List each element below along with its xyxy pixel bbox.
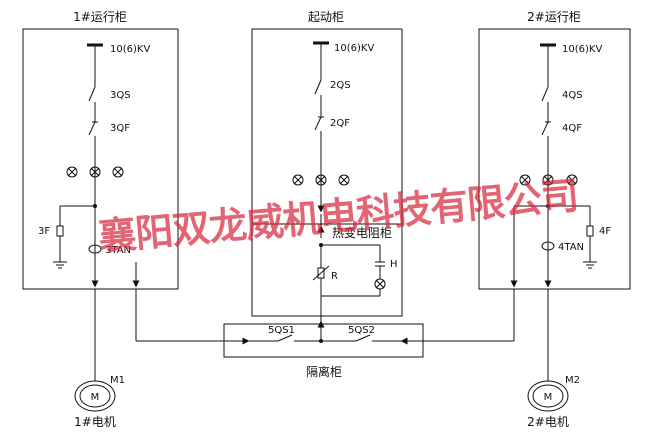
start-cabinet-box bbox=[251, 28, 403, 317]
run1-indicator-lamps bbox=[66, 166, 124, 178]
start-cabinet-title: 起动柜 bbox=[308, 10, 344, 24]
run1-feeder: 10(6)KV 3QS 3QF 3F 3TAN bbox=[38, 43, 250, 381]
resistor-label: R bbox=[331, 271, 338, 282]
run1-arrester-label: 3F bbox=[38, 226, 50, 237]
run2-switch-label: 4QS bbox=[562, 90, 583, 101]
run2-cabinet-title: 2#运行柜 bbox=[527, 10, 581, 24]
run2-indicator-lamps bbox=[519, 174, 578, 186]
motor-m1: M M1 1#电机 bbox=[74, 375, 125, 429]
isolation-switch-2-label: 5QS2 bbox=[348, 325, 375, 336]
start-breaker bbox=[314, 116, 322, 131]
start-isolator-switch bbox=[314, 79, 322, 95]
run2-arrester-label: 4F bbox=[599, 226, 611, 237]
isolation-cabinet-title: 隔离柜 bbox=[306, 364, 342, 379]
motor-m2-tag: M2 bbox=[565, 375, 580, 386]
run1-cabinet-box bbox=[22, 28, 179, 290]
run1-isolator-switch bbox=[88, 86, 96, 102]
start-indicator-lamps bbox=[292, 174, 350, 186]
resistor-cabinet-title: 热变电阻柜 bbox=[332, 225, 392, 240]
indicator-h-label: H bbox=[390, 259, 398, 270]
isolation-switch-2 bbox=[355, 334, 371, 342]
start-breaker-label: 2QF bbox=[330, 118, 350, 129]
motor-m1-caption: 1#电机 bbox=[74, 415, 116, 429]
run2-isolator-switch bbox=[541, 86, 549, 102]
motor-m2-symbol: M bbox=[544, 392, 553, 403]
isolation-switches: 5QS1 5QS2 bbox=[246, 325, 404, 343]
start-switch-label: 2QS bbox=[330, 80, 351, 91]
isolation-switch-1 bbox=[277, 334, 293, 342]
motor-m1-symbol: M bbox=[91, 392, 100, 403]
run2-ct-label: 4TAN bbox=[558, 242, 584, 253]
start-feeder: 10(6)KV 2QS 2QF R H bbox=[292, 41, 398, 332]
run1-ct-label: 3TAN bbox=[105, 245, 131, 256]
run2-breaker bbox=[541, 121, 549, 136]
run2-voltage-label: 10(6)KV bbox=[562, 44, 602, 55]
run2-arrester bbox=[586, 225, 594, 237]
run1-cabinet-title: 1#运行柜 bbox=[73, 10, 127, 24]
run1-arrester bbox=[56, 225, 64, 237]
run2-cabinet-box bbox=[478, 28, 631, 290]
run1-breaker-label: 3QF bbox=[110, 123, 130, 134]
run2-breaker-label: 4QF bbox=[562, 123, 582, 134]
motor-m2-caption: 2#电机 bbox=[527, 415, 569, 429]
motor-m1-tag: M1 bbox=[110, 375, 125, 386]
run1-switch-label: 3QS bbox=[110, 90, 131, 101]
run1-breaker bbox=[88, 121, 96, 136]
run1-voltage-label: 10(6)KV bbox=[110, 44, 150, 55]
run2-feeder: 10(6)KV 4QS 4QF 4F 4TAN bbox=[400, 43, 611, 381]
motor-m2: M M2 2#电机 bbox=[527, 375, 580, 429]
start-voltage-label: 10(6)KV bbox=[334, 43, 374, 54]
company-watermark: 襄阳双龙威机电科技有限公司 bbox=[97, 173, 580, 259]
isolation-switch-1-label: 5QS1 bbox=[268, 325, 295, 336]
